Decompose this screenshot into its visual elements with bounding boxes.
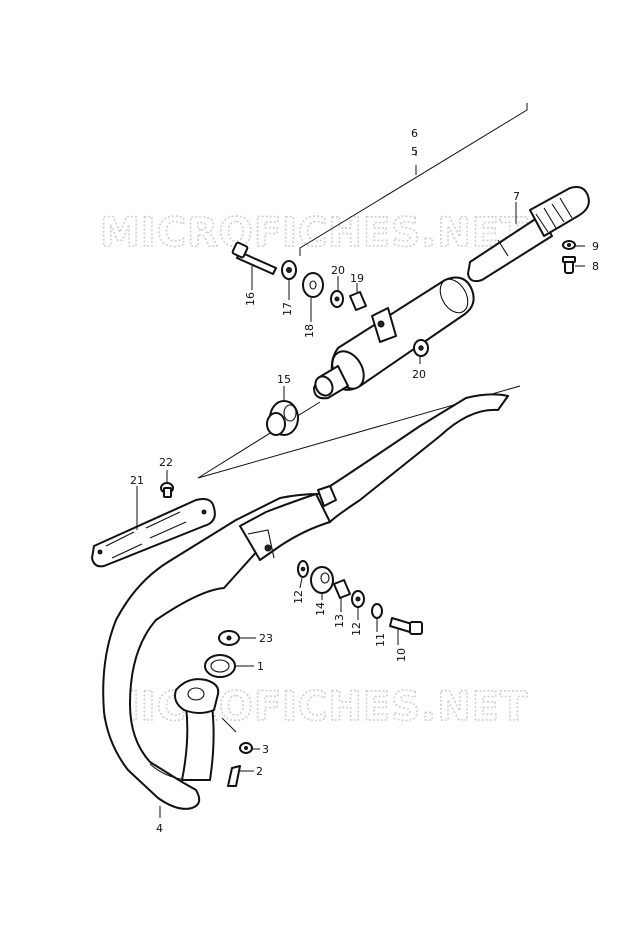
- label-13: 13: [333, 614, 346, 628]
- label-17: 17: [281, 302, 294, 316]
- collar-13: [333, 579, 351, 599]
- label-19: 19: [350, 272, 364, 285]
- nut-11: [371, 603, 383, 619]
- tail-pipe: [467, 186, 590, 283]
- heat-protector-21: [91, 498, 216, 568]
- label-7: 7: [513, 190, 520, 203]
- leader-flange: [221, 717, 237, 733]
- bolt-10: [389, 617, 423, 635]
- label-9: 9: [592, 240, 599, 253]
- washer-17: [281, 260, 297, 280]
- muffler: [313, 276, 475, 400]
- stud-bolt-2: [227, 765, 241, 787]
- washer-20-lower: [413, 339, 429, 357]
- label-21: 21: [130, 474, 144, 487]
- label-12-left: 12: [292, 590, 305, 604]
- label-5: 5: [411, 145, 418, 158]
- label-12-right: 12: [350, 622, 363, 636]
- gasket-23: [218, 630, 240, 646]
- washer-12-right: [351, 590, 365, 608]
- label-2: 2: [256, 765, 263, 778]
- label-10: 10: [395, 648, 408, 662]
- washer-20-upper: [330, 290, 344, 308]
- joint-15: [266, 400, 299, 436]
- washer-9: [562, 240, 576, 250]
- bolt-16: [231, 241, 277, 275]
- label-4: 4: [156, 822, 163, 835]
- assembly-bracket-line: [299, 103, 528, 256]
- nut-3: [239, 742, 253, 754]
- label-16: 16: [244, 292, 257, 306]
- label-3: 3: [262, 743, 269, 756]
- label-22: 22: [159, 456, 173, 469]
- exhaust-pipe: [102, 393, 509, 810]
- bolt-8: [562, 256, 576, 274]
- washer-18: [302, 272, 324, 298]
- ref-line-upper: [197, 401, 321, 479]
- label-20-lower: 20: [412, 368, 426, 381]
- washer-12-left: [297, 560, 309, 578]
- label-1: 1: [257, 660, 264, 673]
- watermark-top: MICROFICHES.NET: [100, 210, 528, 256]
- gasket-1: [204, 654, 236, 678]
- label-23: 23: [259, 632, 273, 645]
- cushion-14: [310, 566, 334, 594]
- label-18: 18: [303, 324, 316, 338]
- screw-22: [160, 482, 174, 498]
- label-15: 15: [277, 373, 291, 386]
- leader-12-left: [299, 577, 303, 589]
- label-20-upper: 20: [331, 264, 345, 277]
- watermark-bottom: MICROFICHES.NET: [100, 684, 528, 730]
- label-14: 14: [314, 602, 327, 616]
- label-11: 11: [374, 633, 387, 647]
- label-6: 6: [411, 127, 418, 140]
- label-8: 8: [592, 260, 599, 273]
- collar-19: [349, 291, 367, 311]
